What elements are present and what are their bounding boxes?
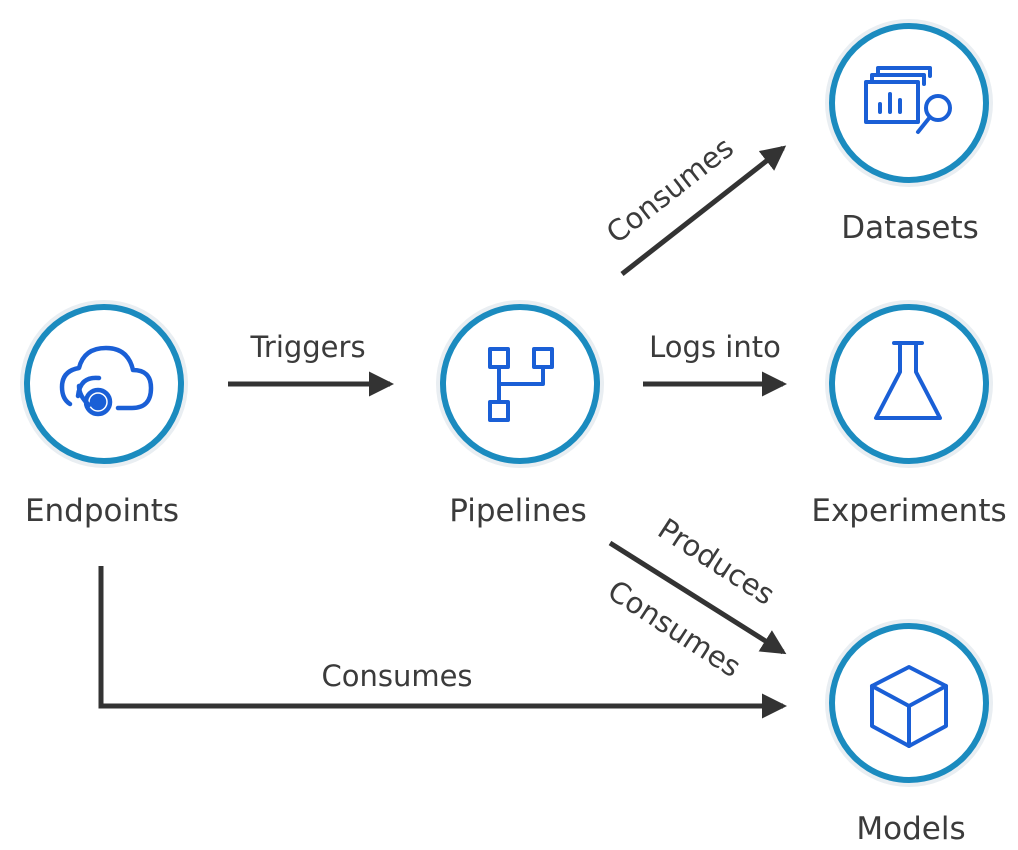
- experiments-ring: [829, 304, 989, 464]
- node-models: Models: [825, 619, 993, 847]
- node-experiments: Experiments: [811, 300, 1007, 529]
- models-ring: [829, 623, 989, 783]
- cube-icon: [870, 665, 948, 748]
- dataset-icon: [864, 66, 952, 134]
- node-label-datasets: Datasets: [841, 210, 979, 246]
- node-label-endpoints: Endpoints: [25, 493, 179, 529]
- edge-label-consumes-models-pipeline: Consumes: [602, 573, 747, 684]
- node-pipelines: Pipelines: [436, 300, 604, 529]
- node-datasets: Datasets: [825, 19, 993, 246]
- cloud-endpoint-icon: [59, 345, 154, 417]
- edge-triggers: Triggers: [228, 330, 395, 397]
- endpoints-ring: [24, 304, 184, 464]
- edge-consumes-models-endpoint: Consumes: [98, 566, 788, 719]
- edge-label-produces-models: Produces: [652, 511, 781, 611]
- edge-label-consumes-models-endpoint: Consumes: [321, 659, 472, 693]
- edge-consumes-datasets: Consumes: [600, 130, 787, 276]
- node-endpoints: Endpoints: [20, 300, 188, 529]
- pipeline-icon: [488, 347, 554, 422]
- flask-icon: [874, 341, 942, 420]
- edge-label-consumes-datasets: Consumes: [600, 130, 740, 250]
- node-label-experiments: Experiments: [811, 493, 1006, 529]
- edge-label-triggers: Triggers: [249, 330, 365, 364]
- edge-label-logs-into: Logs into: [649, 330, 781, 364]
- node-label-pipelines: Pipelines: [449, 493, 586, 529]
- edge-produces-models: Produces Consumes: [602, 511, 787, 684]
- edge-logs-into: Logs into: [643, 330, 788, 397]
- node-label-models: Models: [856, 811, 965, 847]
